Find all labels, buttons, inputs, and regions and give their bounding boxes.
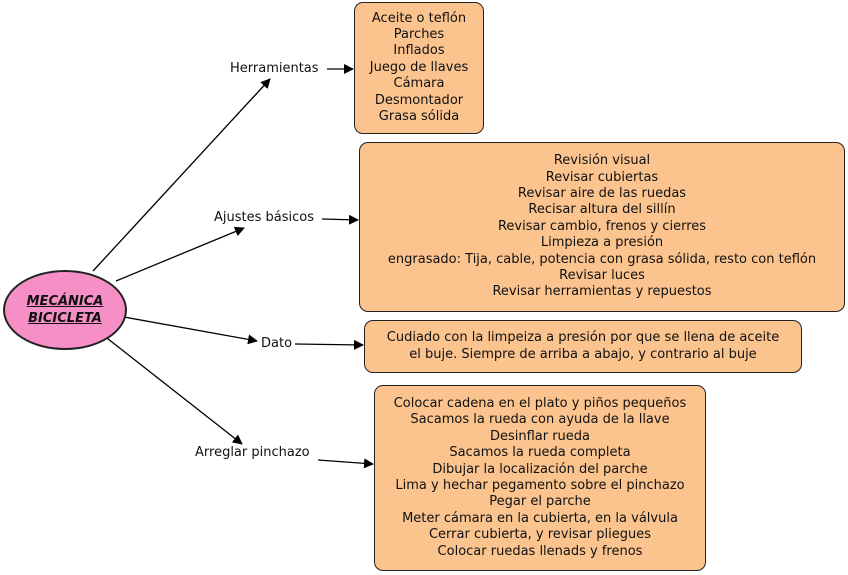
dato-box: Cudiado con la limpeiza a presión por qu… — [364, 320, 802, 373]
list-item: Colocar ruedas llenads y frenos — [437, 543, 643, 559]
root-title-line: MECÁNICA — [26, 294, 104, 309]
arreglar-pinchazo-box: Colocar cadena en el plato y piños peque… — [374, 385, 706, 571]
link-pinchazo-box — [317, 458, 374, 469]
root-title-line: BICICLETA — [28, 311, 102, 326]
branch-label-dato: Dato — [261, 336, 293, 352]
list-item: Cerrar cubierta, y revisar pliegues — [428, 527, 652, 543]
branch-label-herramientas: Herramientas — [230, 61, 319, 77]
branch-label-ajustes-basicos: Ajustes básicos — [214, 210, 314, 226]
list-item: Cudiado con la limpeiza a presión por qu… — [386, 330, 780, 346]
root-node: MECÁNICA BICICLETA — [3, 270, 127, 350]
link-dato-box — [294, 339, 364, 350]
list-item: Juego de llaves — [369, 59, 469, 75]
list-item: Limpieza a presión — [540, 235, 664, 251]
list-item: Inflados — [393, 43, 445, 59]
list-item: el buje. Siempre de arriba a abajo, y co… — [409, 346, 757, 362]
list-item: Cámara — [393, 76, 445, 92]
link-root-pinchazo — [102, 334, 243, 445]
link-root-dato — [123, 316, 258, 345]
list-item: Pegar el parche — [489, 494, 591, 510]
list-item: Grasa sólida — [378, 109, 460, 125]
list-item: Revisar cambio, frenos y cierres — [497, 218, 707, 234]
list-item: Desmontador — [374, 92, 464, 108]
list-item: Sacamos la rueda completa — [449, 445, 631, 461]
list-item: Revisar luces — [559, 268, 645, 284]
list-item: Sacamos la rueda con ayuda de la llave — [410, 412, 670, 428]
list-item: engrasado: Tija, cable, potencia con gra… — [387, 251, 817, 267]
ajustes-basicos-box: Revisión visual Revisar cubiertas Revisa… — [359, 142, 845, 312]
list-item: Revisar aire de las ruedas — [517, 185, 687, 201]
branch-label-arreglar-pinchazo: Arreglar pinchazo — [195, 445, 310, 461]
list-item: Recisar altura del sillín — [528, 202, 676, 218]
list-item: Colocar cadena en el plato y piños peque… — [393, 395, 687, 411]
list-item: Desinflar rueda — [489, 428, 591, 444]
link-ajustes-box — [321, 214, 359, 225]
list-item: Revisión visual — [553, 153, 651, 169]
list-item: Revisar cubiertas — [545, 169, 659, 185]
list-item: Dibujar la localización del parche — [432, 461, 648, 477]
list-item: Parches — [393, 26, 445, 42]
list-item: Meter cámara en la cubierta, en la válvu… — [402, 510, 678, 526]
list-item: Aceite o teflón — [371, 10, 467, 26]
list-item: Revisar herramientas y repuestos — [492, 284, 712, 300]
list-item: Lima y hechar pegamento sobre el pinchaz… — [395, 478, 685, 493]
link-root-ajustes — [115, 226, 245, 282]
link-root-herramientas — [92, 78, 271, 272]
herramientas-box: Aceite o teflón Parches Inflados Juego d… — [354, 2, 484, 134]
